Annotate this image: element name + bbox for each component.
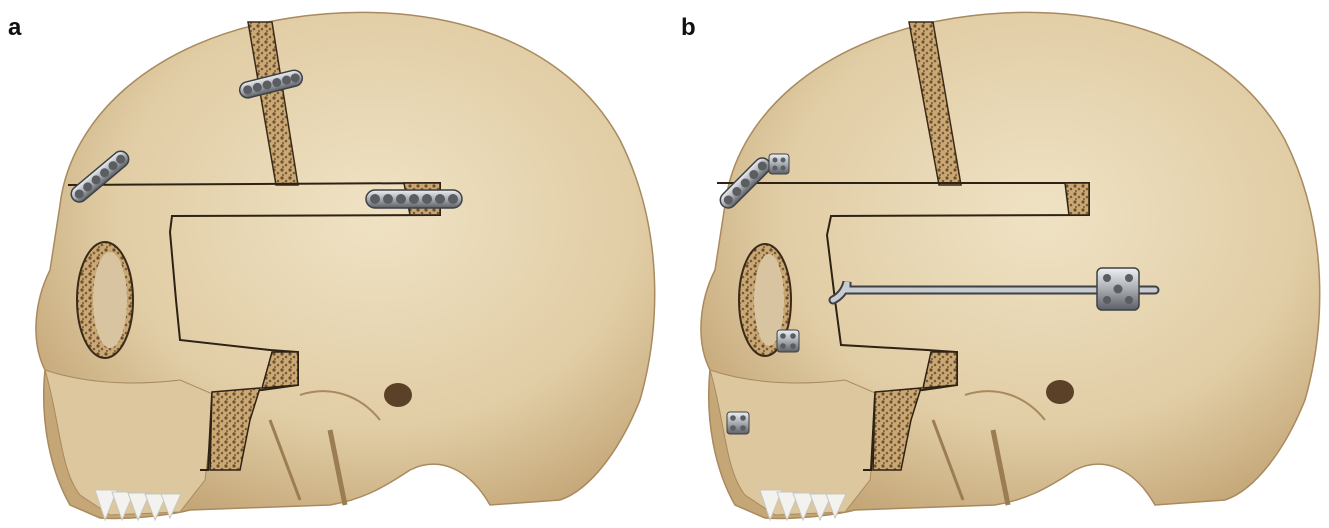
skull-illustration	[0, 0, 664, 528]
titanium-plate	[769, 154, 789, 174]
titanium-plate	[777, 330, 799, 352]
panel-b: b	[665, 0, 1329, 528]
panel-a: a	[0, 0, 664, 528]
skull-illustration	[665, 0, 1329, 528]
titanium-plate	[366, 190, 462, 208]
titanium-plate	[727, 412, 749, 434]
